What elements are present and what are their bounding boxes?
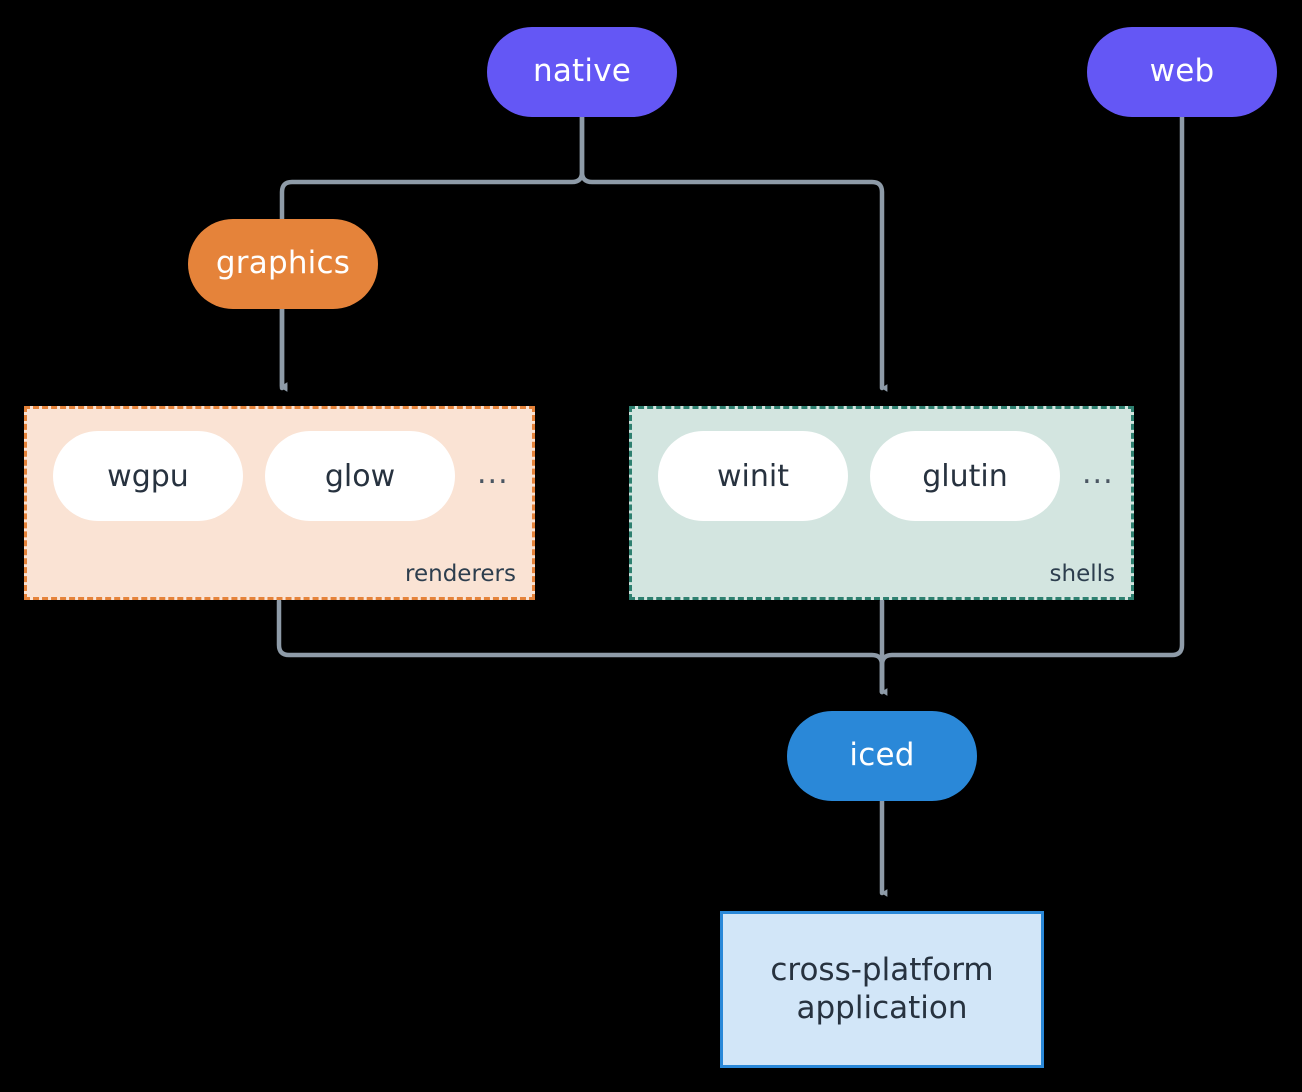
node-glutin-label: glutin — [922, 458, 1008, 494]
node-winit[interactable]: winit — [658, 431, 848, 521]
node-glow-label: glow — [324, 458, 396, 494]
edge-web-to-iced — [879, 114, 1185, 695]
edge-native-to-shells — [579, 114, 888, 392]
group-renderers-label: renderers — [405, 561, 516, 587]
group-renderers: wgpu glow ... renderers — [24, 406, 535, 600]
application-label-line2: application — [796, 989, 968, 1026]
node-winit-label: winit — [717, 458, 789, 494]
node-graphics-label: graphics — [215, 245, 351, 282]
node-cross-platform-application[interactable]: cross-platform application — [720, 911, 1044, 1068]
renderers-ellipsis: ... — [477, 455, 509, 491]
application-label-line1: cross-platform — [770, 951, 994, 988]
shells-ellipsis: ... — [1082, 455, 1114, 491]
node-wgpu[interactable]: wgpu — [53, 431, 243, 521]
node-web-label: web — [1149, 53, 1215, 90]
node-native[interactable]: native — [487, 27, 677, 117]
group-shells-items: winit glutin ... — [632, 431, 1131, 521]
node-glow[interactable]: glow — [265, 431, 455, 521]
node-native-label: native — [532, 53, 632, 90]
edge-renderers-to-iced — [276, 598, 885, 695]
node-iced[interactable]: iced — [787, 711, 977, 801]
node-wgpu-label: wgpu — [107, 458, 189, 494]
node-web[interactable]: web — [1087, 27, 1277, 117]
node-graphics[interactable]: graphics — [188, 219, 378, 309]
group-renderers-items: wgpu glow ... — [27, 431, 532, 521]
node-iced-label: iced — [849, 737, 915, 774]
group-shells: winit glutin ... shells — [629, 406, 1134, 600]
group-shells-label: shells — [1049, 561, 1115, 587]
node-glutin[interactable]: glutin — [870, 431, 1060, 521]
